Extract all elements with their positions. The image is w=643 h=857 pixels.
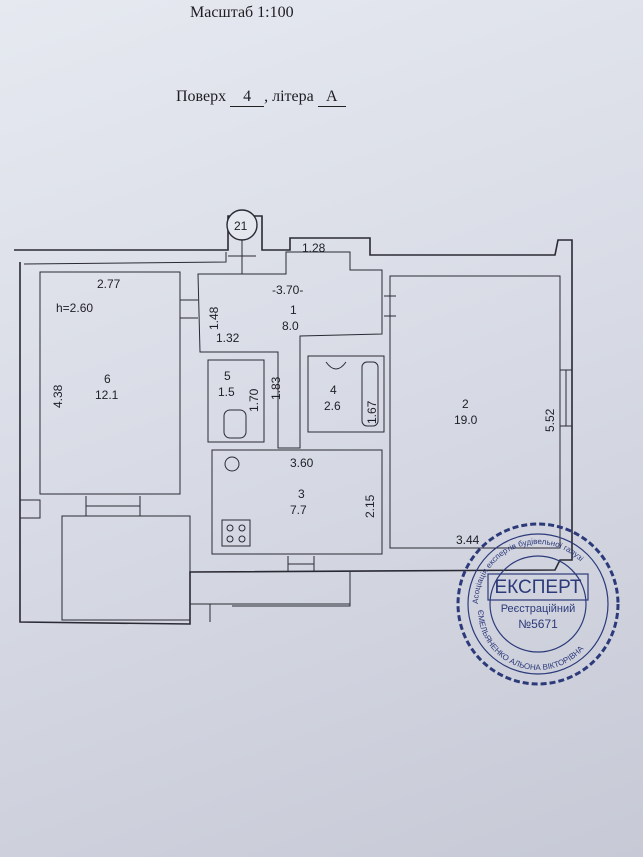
gas-point-icon (224, 456, 240, 472)
dim-room2-width: 3.44 (456, 533, 480, 547)
stamp-reg-label: Реєстраційний (501, 603, 576, 615)
stove-burner-icon (238, 535, 246, 543)
room-3-number: 3 (298, 487, 305, 501)
room-6-number: 6 (104, 372, 111, 386)
room-4-number: 4 (330, 383, 337, 397)
toilet-icon (223, 409, 247, 439)
dim-room6-width: 2.77 (97, 277, 121, 291)
balcony-outline (61, 515, 191, 621)
dim-corridor-length: -3.70- (272, 283, 303, 297)
room-1-area: 8.0 (282, 319, 299, 333)
dim-passage-length: 1.83 (269, 376, 283, 400)
stove-burner-icon (226, 524, 234, 532)
room-1-outline (197, 251, 383, 449)
room-5-outline (207, 359, 265, 443)
stove-icon (221, 519, 251, 547)
floor-label: Поверх (176, 88, 227, 105)
outer-wall-inner (20, 252, 227, 519)
dim-room5-length: 1.70 (247, 388, 261, 412)
dim-kitchen-width: 3.60 (290, 456, 314, 470)
room-5-area: 1.5 (218, 385, 235, 399)
floor-value: 4 (230, 88, 265, 107)
scale-title: Масштаб 1:100 (190, 4, 294, 21)
ceiling-height: h=2.60 (56, 301, 93, 315)
bathtub-icon (361, 361, 379, 427)
room-4-area: 2.6 (324, 399, 341, 413)
dim-room2-length: 5.52 (543, 408, 557, 432)
dim-room6-length: 4.38 (51, 384, 65, 408)
room-2-number: 2 (462, 397, 469, 411)
room-6-area: 12.1 (95, 388, 119, 402)
room-4-outline (307, 355, 385, 433)
door-marks (180, 295, 396, 319)
litera-value: А (317, 88, 346, 107)
dim-corridor-depth: 1.32 (216, 331, 240, 345)
stair-number: 21 (234, 219, 248, 233)
stamp-reg-number: №5671 (518, 617, 558, 631)
room-2-outline (389, 275, 561, 549)
dim-top-corridor: 1.28 (302, 241, 326, 255)
bottom-edge (190, 572, 351, 622)
room-1-number: 1 (290, 303, 297, 317)
stamp-title: ЕКСПЕРТ (494, 577, 581, 598)
room-6-outline (39, 271, 181, 495)
stove-burner-icon (226, 535, 234, 543)
dim-room4-length: 1.67 (365, 400, 379, 424)
room-2-area: 19.0 (454, 413, 478, 427)
stair-link (228, 240, 256, 274)
kitchen-window (287, 556, 315, 572)
dim-kitchen-depth: 2.15 (363, 494, 377, 518)
room-2-window (560, 369, 572, 427)
room-3-outline (211, 449, 383, 555)
sink-icon (325, 361, 347, 370)
floor-line: Поверх 4, літера А (176, 88, 346, 107)
litera-label: , літера (264, 88, 314, 105)
stove-burner-icon (238, 524, 246, 532)
balcony-door (85, 496, 141, 516)
room-5-number: 5 (224, 369, 231, 383)
room-3-area: 7.7 (290, 503, 307, 517)
dim-corridor-height: 1.48 (207, 306, 221, 330)
